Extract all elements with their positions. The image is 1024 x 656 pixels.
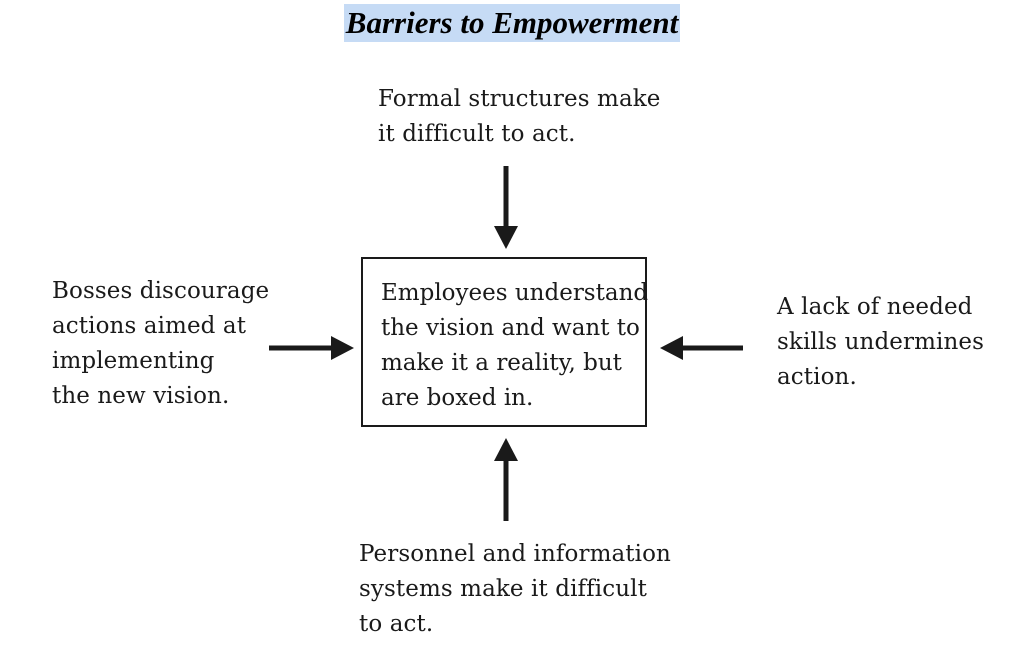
barrier-left-line-1: Bosses discourage [52,278,270,304]
arrow-left-right-icon [269,336,354,360]
center-line-2: the vision and want to [381,315,640,341]
barrier-bottom-line-2: systems make it difficult [359,576,647,602]
barrier-top-line-2: it difficult to act. [378,121,576,147]
barrier-top-label: Formal structures make it difficult to a… [378,82,661,152]
center-line-3: make it a reality, but [381,350,622,376]
center-box: Employees understand the vision and want… [361,257,648,427]
barrier-left-line-3: implementing [52,348,215,374]
title-wrap: Barriers to Empowerment [0,4,1024,42]
barrier-right-line-3: action. [777,364,857,390]
barrier-right-line-1: A lack of needed [777,294,973,320]
center-line-1: Employees understand [381,280,649,306]
center-line-4: are boxed in. [381,385,534,411]
barrier-bottom-label: Personnel and information systems make i… [359,537,671,642]
arrow-bottom-up-icon [494,438,518,521]
barrier-left-label: Bosses discourage actions aimed at imple… [52,274,269,414]
barrier-right-line-2: skills undermines [777,329,984,355]
barrier-top-line-1: Formal structures make [378,86,661,112]
center-text: Employees understand the vision and want… [381,276,648,416]
barrier-left-line-4: the new vision. [52,383,230,409]
barrier-left-line-2: actions aimed at [52,313,247,339]
barrier-bottom-line-3: to act. [359,611,434,637]
arrow-top-down-icon [494,166,518,249]
barrier-bottom-line-1: Personnel and information [359,541,671,567]
barrier-right-label: A lack of needed skills undermines actio… [777,290,984,395]
page-title: Barriers to Empowerment [343,4,681,42]
arrow-right-left-icon [660,336,743,360]
